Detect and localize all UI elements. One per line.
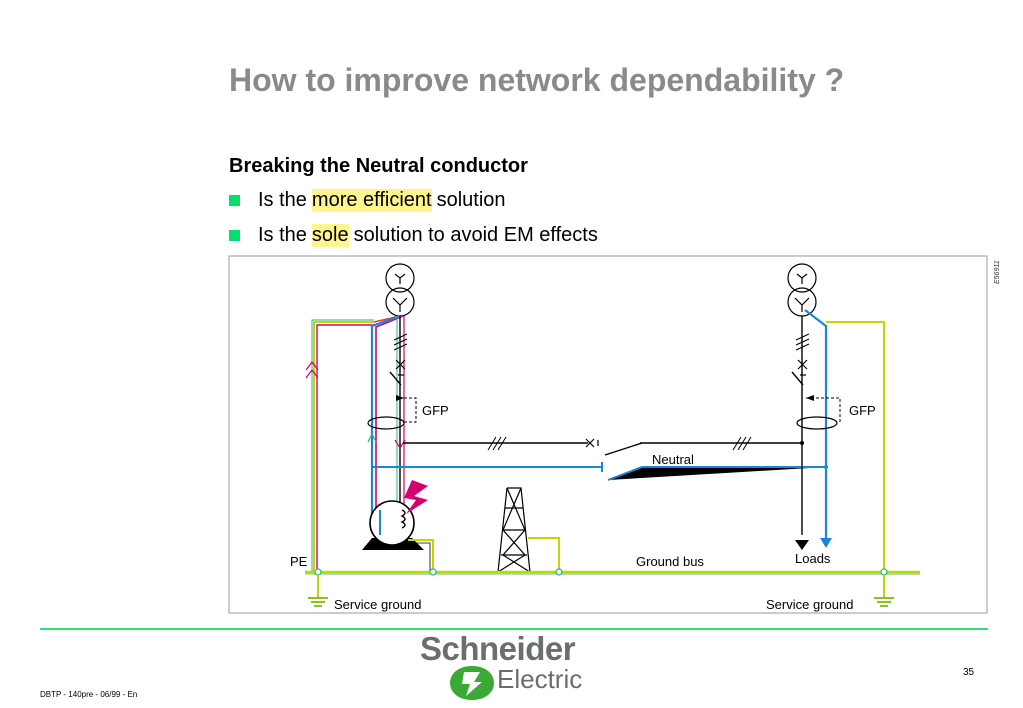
left-gfp-relay [367,395,417,430]
left-phase-magenta [375,315,404,510]
bullet-2-text-before: Is the [258,224,307,246]
pylon-icon [497,487,531,573]
pe-current-arrows-icon [305,361,319,379]
right-pe-conductor [826,321,885,572]
footer-document-code: DBTP - 140pre - 06/99 - En [40,690,138,699]
left-conductor-marks [393,333,408,351]
motor-ground-lead [408,539,434,572]
left-pe-conductor [311,319,374,572]
network-diagram: E56911 [228,255,1001,614]
footer-divider [40,628,988,630]
right-gfp-label: GFP [849,403,876,418]
schneider-logo-icon [450,666,494,700]
ground-bus-junctions [314,568,888,576]
left-neutral-wire [370,314,401,520]
loads-arrow-blue-icon [820,538,832,548]
left-service-ground-label: Service ground [334,597,421,612]
page-number: 35 [963,667,975,678]
left-transformer-icon [385,263,415,317]
right-transformer-icon [787,263,817,317]
pylon-ground-lead [528,537,560,572]
left-breaker-cross-icon [395,359,406,376]
bus-breaker-cross-icon [585,438,599,448]
left-main-feeder [396,316,405,510]
neutral-label: Neutral [652,452,694,467]
loads-arrow-black-icon [795,540,809,550]
bullet-2-text-after: solution to avoid EM effects [353,224,598,246]
neutral-bus-right [607,466,826,481]
left-switch-blade [389,371,402,386]
loads-label: Loads [795,551,831,566]
right-breaker-cross-icon [797,359,808,376]
bullet-1-text-after: solution [436,189,506,211]
left-gfp-label: GFP [422,403,449,418]
bullet-2-highlight: sole [311,224,349,247]
logo-wordmark-electric: Electric [497,664,583,694]
right-switch-blade [791,371,804,386]
right-conductor-marks [795,333,810,351]
bullet-1-highlight: more efficient [311,189,432,212]
slide-title: How to improve network dependability ? [229,62,845,98]
bus-marks-left [487,436,507,451]
diagram-border [228,255,988,614]
pe-label: PE [290,554,308,569]
right-gfp-relay [796,395,841,430]
ground-bus-label: Ground bus [636,554,704,569]
bullet-1-text-before: Is the [258,189,307,211]
bus-marks-right [732,436,752,451]
bus-switch-blade [604,442,643,456]
bullet-square-icon [229,230,240,241]
bullet-square-icon [229,195,240,206]
right-service-ground-icon [874,575,894,607]
green-arrow-icon [367,432,377,443]
section-heading: Breaking the Neutral conductor [229,155,528,177]
reference-code: E56911 [994,260,1001,284]
right-service-ground-label: Service ground [766,597,853,612]
left-service-ground-icon [308,575,328,607]
fault-lightning-icon [404,480,428,514]
logo-wordmark-schneider: Schneider [420,630,576,667]
